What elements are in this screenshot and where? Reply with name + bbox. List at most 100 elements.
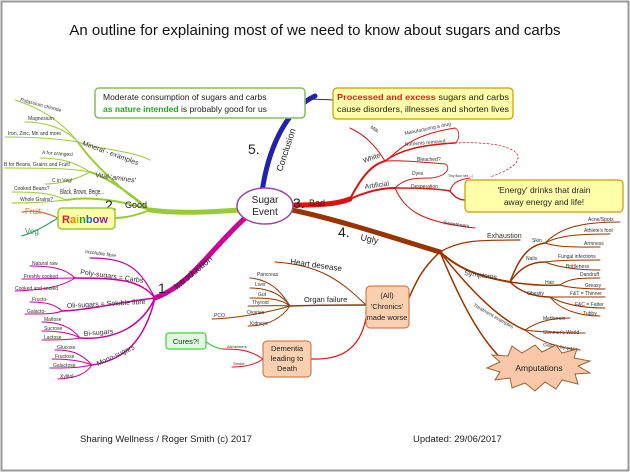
whole-grains: Whole Grains? — [20, 197, 53, 203]
dementia-line1: Dementia — [271, 344, 304, 353]
hair: Hair — [545, 280, 555, 286]
conclusion-number: 5. — [248, 141, 260, 157]
rainbow-letter: n — [79, 214, 86, 226]
cures: Cures?! — [173, 337, 199, 346]
processed-highlight: Processed and excess — [337, 92, 436, 102]
armness: Armness — [584, 241, 604, 247]
rainbow-text: Rainbow — [62, 214, 108, 226]
rainbow-letter: w — [98, 214, 108, 226]
tubby: Tubby — [583, 311, 597, 317]
brittleness: Brittleness — [566, 264, 590, 270]
center-line2: Event — [252, 207, 278, 218]
stroke: Stroke — [233, 361, 245, 366]
milk: Milk — [369, 125, 380, 135]
oli-sugars: Oli-sugars = Soluble fibre — [67, 299, 146, 310]
fc-fatter: F&C = Fatter — [575, 302, 604, 308]
b-for-beans: B for Beans, Grains and Fruit! — [4, 162, 70, 168]
insoluble-fibre: Insoluble fibre — [85, 249, 117, 259]
rainbow-box[interactable]: Rainbow — [57, 207, 116, 230]
sucrose: Sucrose — [44, 326, 63, 332]
moderate-line2: as nature intended is probably good for … — [103, 104, 267, 114]
kidneys: Kidneys — [250, 321, 268, 327]
dementia-box[interactable]: Dementia leading to Death — [262, 340, 312, 378]
desperation: Desperation — [411, 184, 438, 190]
intro-number: 1. — [158, 280, 170, 296]
branch-lines — [4, 93, 621, 380]
natural-raw: Natural raw — [32, 261, 58, 267]
good-label: Good — [125, 200, 147, 210]
bad-branch — [289, 127, 476, 229]
intro-branch — [14, 215, 248, 380]
magnesium: Magnesium — [28, 116, 54, 122]
galacto: Galacto- — [27, 309, 46, 315]
sweeteners: Sweeteners — [443, 220, 470, 230]
good-branch — [4, 99, 243, 219]
bi-sugars: Bi-sugars — [84, 328, 115, 338]
galactose: Galactose — [53, 363, 76, 369]
processed-rest: sugars and carbs — [436, 92, 509, 102]
rainbow-letter: a — [70, 214, 77, 226]
rainbow-letter: i — [76, 214, 79, 226]
bad-number: 3. — [293, 195, 305, 211]
ovaries: Ovaries — [247, 310, 265, 316]
nails: Nails — [526, 256, 538, 262]
slimmers-world: Slimmer's World — [543, 330, 579, 336]
energy-line2: away energy and life! — [504, 197, 584, 207]
athletes-foot: Athlete's foot — [584, 228, 613, 234]
tiny-flour-lies: Tiny flour lies :-( — [448, 174, 474, 178]
dandruff: Dandruff — [580, 272, 600, 278]
cures-box[interactable]: Cures?! — [165, 332, 207, 350]
artificial: Artificial — [364, 181, 390, 191]
cooked-beans: Cooked Beans? — [14, 186, 50, 192]
xylitol: Xylitol — [60, 374, 73, 380]
maltose: Maltose — [44, 317, 62, 323]
fructose: Fructose — [55, 354, 75, 360]
chronics-line2: 'Chronics' — [371, 302, 404, 311]
processed-excess-box[interactable]: Processed and excess sugars and carbs ca… — [332, 87, 514, 120]
title: An outline for explaining most of we nee… — [69, 22, 560, 39]
fungal-infections: Fungal infections — [558, 254, 596, 260]
ugly-branch — [211, 207, 621, 363]
chronics-line1: (All) — [380, 291, 394, 300]
amputations-burst[interactable]: Amputations — [485, 344, 592, 392]
nature-intended-text: as nature intended — [103, 104, 179, 114]
conclusion-branch — [259, 93, 318, 195]
greasy: Greasy — [585, 283, 602, 289]
ugly-label: Ugly — [360, 232, 380, 246]
dyes: Dyes — [412, 171, 424, 177]
moderate-consumption-box[interactable]: Moderate consumption of sugars and carbs… — [94, 87, 306, 119]
obesity: Obesity — [527, 291, 544, 297]
c-in-veg: C in Veg! — [52, 178, 72, 184]
rainbow-letter: o — [93, 214, 100, 226]
iron-zinc: Iron, Zinc, Mn and more — [8, 131, 61, 137]
freshly-cooked: Freshly cooked — [24, 274, 58, 280]
cooked-cooled: Cooked and cooled — [15, 286, 58, 292]
chronics-box[interactable]: (All) 'Chronics' made worse — [365, 285, 410, 329]
veg: Veg — [25, 227, 39, 236]
nutrients-removed: Nutrients removed — [405, 138, 446, 148]
dementia-line2: leading to — [271, 354, 304, 363]
ft-thinner: F&T = Thinner — [570, 291, 602, 297]
fruit: Fruit — [25, 207, 42, 216]
skin: Skin — [532, 238, 542, 244]
energy-line1: 'Energy' drinks that drain — [497, 185, 590, 195]
bad-label: Bad — [309, 198, 325, 208]
energy-drinks-box[interactable]: 'Energy' drinks that drain away energy a… — [464, 179, 624, 213]
black-brown-beige: Black, Brown, Beige... — [60, 189, 104, 196]
center-line1: Sugar — [252, 195, 279, 206]
pco: PCO — [214, 313, 225, 319]
organ-failure: Organ failure — [304, 295, 347, 304]
center-node[interactable]: Sugar Event — [236, 187, 294, 225]
metformin: Metformin — [543, 316, 565, 322]
thyroid: Thyroid — [252, 300, 269, 306]
chronics-line3: made worse — [367, 313, 408, 322]
exhaustion: Exhaustion — [487, 233, 522, 240]
lactose: Lactose — [44, 335, 62, 341]
moderate-rest-text: is probably good for us — [179, 104, 267, 114]
rainbow-letter: R — [62, 214, 70, 226]
bleached: Bleached? — [417, 157, 441, 163]
gastric-bypass: Gastric by-pass — [543, 342, 579, 353]
processed-line2: cause disorders, illnesses and shorten l… — [337, 104, 509, 114]
symptoms: Symptoms — [464, 270, 498, 282]
